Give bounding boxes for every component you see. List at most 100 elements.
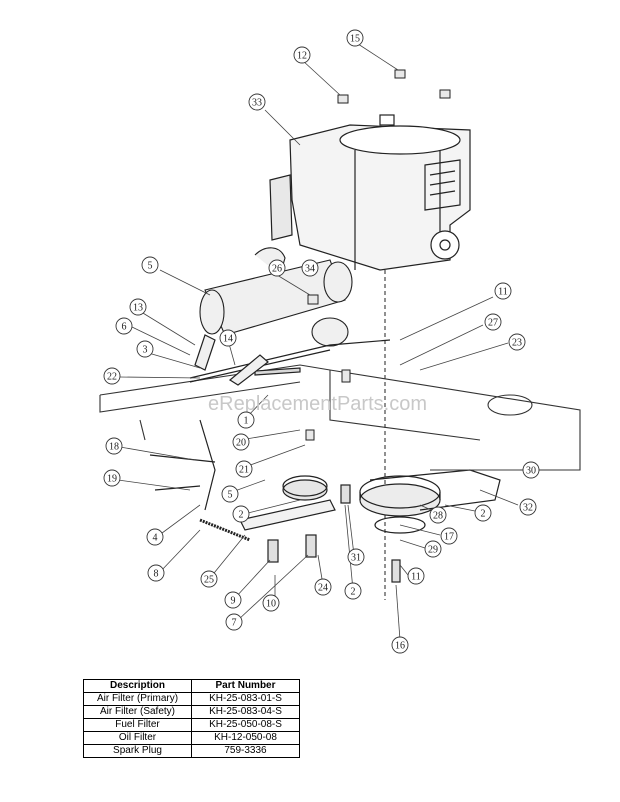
callout-16: 16 [391,636,409,654]
callout-5: 5 [141,256,159,274]
table-row: Air Filter (Safety) KH-25-083-04-S [83,705,300,719]
watermark-text: eReplacementParts.com [208,393,427,415]
callout-bubble [147,564,165,582]
row-part-number: KH-25-083-01-S [191,692,300,706]
callout-label: 33 [252,98,262,109]
callout-bubble [301,259,319,277]
control-linkage [149,334,391,511]
callout-bubble [248,93,266,111]
callout-bubble [440,527,458,545]
callout-31: 31 [347,548,365,566]
callout-label: 10 [266,599,276,610]
row-part-number: KH-25-050-08-S [191,718,300,732]
callout-28: 28 [429,506,447,524]
callout-label: 30 [526,466,536,477]
callout-12: 12 [293,46,311,64]
callout-label: 29 [428,545,438,556]
callout-label: 14 [223,334,233,345]
table-row: Spark Plug 759-3336 [83,744,300,758]
callout-3: 3 [136,340,154,358]
callout-bubble [346,29,364,47]
callout-bubble [391,636,409,654]
callout-label: 19 [107,474,117,485]
callout-13: 13 [129,298,147,316]
callout-20: 20 [232,433,250,451]
callout-bubble [508,333,526,351]
callout-label: 17 [444,532,454,543]
callout-7: 7 [225,613,243,631]
callout-label: 32 [523,503,533,514]
callout-bubble [103,367,121,385]
callout-bubble [224,591,242,609]
mower-frame [99,364,581,471]
callout-label: 8 [154,569,159,580]
callout-label: 1 [244,416,249,427]
callout-bubble [262,594,280,612]
callout-bubble [232,505,250,523]
callout-label: 20 [236,438,246,449]
callout-label: 13 [133,303,143,314]
callout-label: 5 [148,261,153,272]
callout-label: 6 [122,322,127,333]
callout-label: 7 [232,618,237,629]
callout-label: 2 [351,587,356,598]
callout-1: 1 [237,411,255,429]
callout-bubble [232,433,250,451]
callout-bubble [268,259,286,277]
callout-leaders [117,41,520,641]
callout-24: 24 [314,578,332,596]
callout-label: 22 [107,372,117,383]
callout-2: 2 [232,505,250,523]
callout-22: 22 [103,367,121,385]
callout-21: 21 [235,460,253,478]
callout-bubble [293,46,311,64]
callout-bubble [221,485,239,503]
callout-bubble [522,461,540,479]
callout-label: 2 [481,509,486,520]
callout-bubble [347,548,365,566]
callout-label: 28 [433,511,443,522]
callout-11: 11 [494,282,512,300]
callout-label: 11 [498,287,508,298]
description-header: Description [83,679,192,693]
callout-bubble [200,570,218,588]
callout-bubble [219,329,237,347]
callout-label: 5 [228,490,233,501]
callout-bubble [407,567,425,585]
callout-bubble [237,411,255,429]
callout-15: 15 [346,29,364,47]
callout-34: 34 [301,259,319,277]
callout-bubble [314,578,332,596]
callout-27: 27 [484,313,502,331]
part-number-header: Part Number [191,679,300,693]
engine-block [269,114,471,271]
row-part-number: KH-25-083-04-S [191,705,300,719]
callout-17: 17 [440,527,458,545]
callout-label: 2 [239,510,244,521]
callout-23: 23 [508,333,526,351]
callout-label: 21 [239,465,249,476]
callout-6: 6 [115,317,133,335]
callout-bubble [115,317,133,335]
callout-8: 8 [147,564,165,582]
callout-29: 29 [424,540,442,558]
callout-32: 32 [519,498,537,516]
row-description: Air Filter (Safety) [83,705,192,719]
callout-label: 12 [297,51,307,62]
row-description: Oil Filter [83,731,192,745]
row-part-number: KH-12-050-08 [191,731,300,745]
callout-bubble [105,437,123,455]
callout-label: 18 [109,442,119,453]
callout-bubble [474,504,492,522]
callout-bubble [129,298,147,316]
callout-label: 27 [488,318,498,329]
callout-2: 2 [474,504,492,522]
table-row: Fuel Filter KH-25-050-08-S [83,718,300,732]
callout-bubble [519,498,537,516]
callout-4: 4 [146,528,164,546]
callout-label: 31 [351,553,361,564]
callout-bubble [344,582,362,600]
callout-bubble [141,256,159,274]
